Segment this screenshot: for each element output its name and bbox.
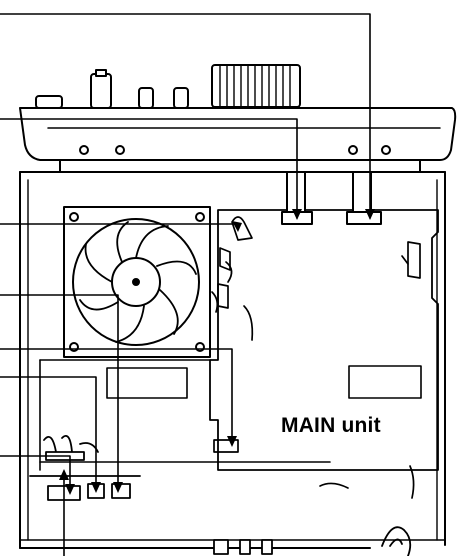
screw-hole <box>115 145 125 155</box>
leader-line <box>0 13 371 219</box>
board-chip-left <box>106 367 188 399</box>
leader-line <box>0 376 97 491</box>
knob-1 <box>90 73 112 109</box>
fan-mount-hole <box>195 212 205 222</box>
screw-hole <box>381 145 391 155</box>
arrowhead <box>292 209 302 220</box>
chassis <box>19 171 446 549</box>
connector-j2 <box>346 211 382 225</box>
screw-hole <box>79 145 89 155</box>
front-panel-controls <box>35 64 301 109</box>
leader-line <box>0 294 119 491</box>
board-components <box>211 216 421 499</box>
fan-mount-hole <box>69 342 79 352</box>
screw-hole <box>348 145 358 155</box>
fan-housing <box>72 218 200 346</box>
arrowhead <box>227 436 237 447</box>
arrowhead <box>232 221 242 232</box>
arrowhead <box>113 482 123 493</box>
callout-arrowheads <box>59 209 375 495</box>
bottom-connectors <box>29 434 141 501</box>
leader-line <box>0 455 71 493</box>
main-dial-knob <box>211 64 301 108</box>
arrowhead <box>59 469 69 480</box>
board-chip-right <box>348 365 422 399</box>
main-unit-board <box>39 209 439 471</box>
arrowhead <box>91 482 101 493</box>
knob-left <box>35 95 63 109</box>
arrowhead <box>65 484 75 495</box>
rear-panel-connectors <box>213 526 412 556</box>
fan-mount-hole <box>69 212 79 222</box>
fan-mount-hole <box>195 342 205 352</box>
main-unit-label: MAIN unit <box>281 414 381 437</box>
fan-blades <box>79 221 197 343</box>
front-panel <box>19 107 457 173</box>
knob-2 <box>138 87 154 109</box>
cooling-fan <box>63 206 211 358</box>
arrowhead <box>365 209 375 220</box>
leader-line <box>0 118 298 219</box>
leader-line <box>0 348 233 445</box>
knob-3 <box>173 87 189 109</box>
